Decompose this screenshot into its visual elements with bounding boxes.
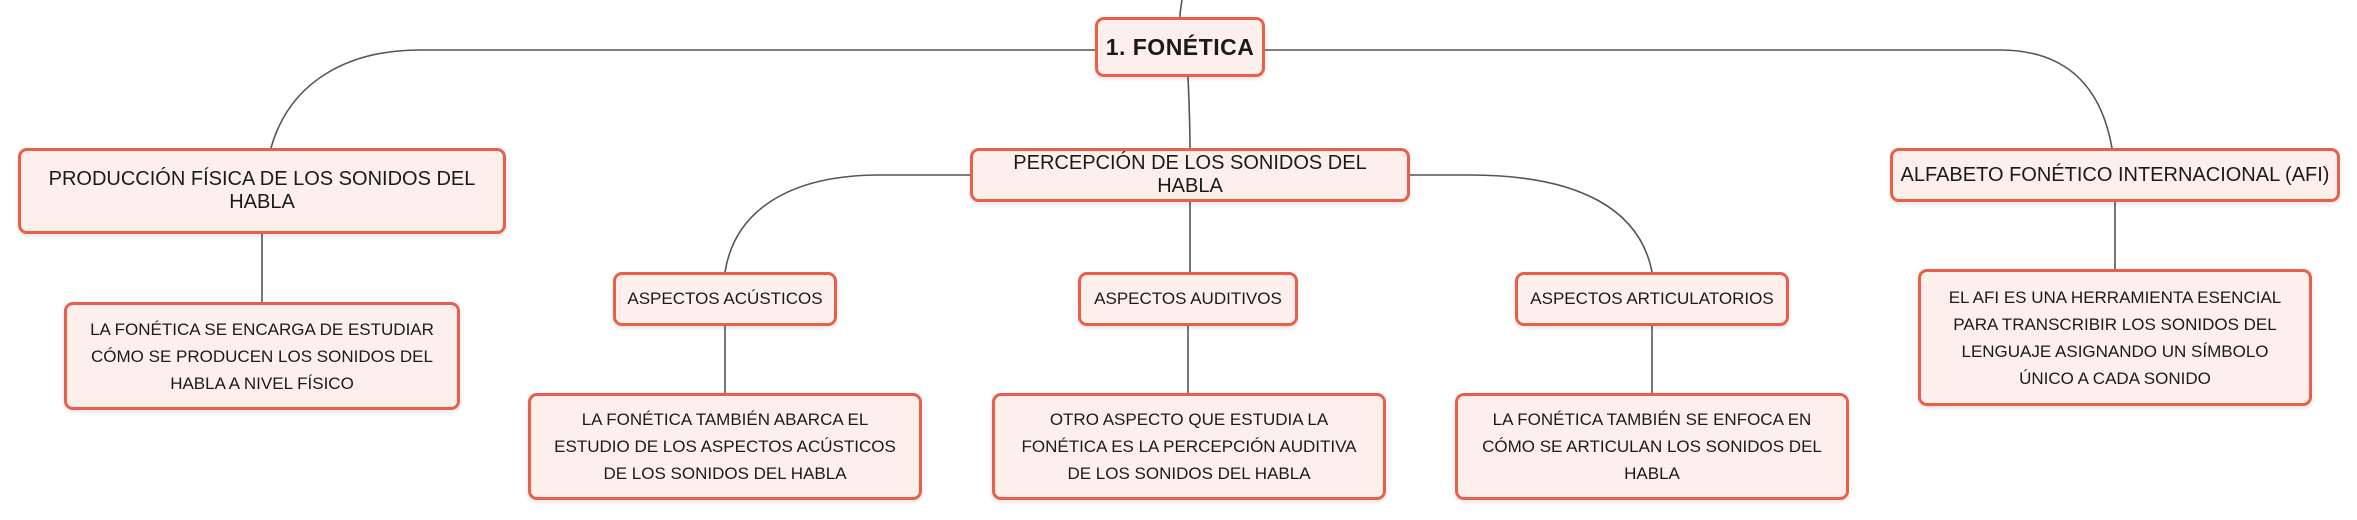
detail-articulatorios[interactable]: LA FONÉTICA TAMBIÉN SE ENFOCA EN CÓMO SE…	[1455, 393, 1849, 500]
detail-auditivos-text: OTRO ASPECTO QUE ESTUDIA LA FONÉTICA ES …	[1021, 410, 1357, 483]
detail-produccion[interactable]: LA FONÉTICA SE ENCARGA DE ESTUDIAR CÓMO …	[64, 302, 460, 410]
detail-alfabeto-text: EL AFI ES UNA HERRAMIENTA ESENCIAL PARA …	[1948, 287, 2282, 388]
connector-percepcion-articulatorios	[1410, 174, 1653, 273]
detail-alfabeto[interactable]: EL AFI ES UNA HERRAMIENTA ESENCIAL PARA …	[1918, 269, 2312, 406]
topic-percepcion[interactable]: PERCEPCIÓN DE LOS SONIDOS DEL HABLA	[970, 148, 1410, 202]
detail-acusticos-text: LA FONÉTICA TAMBIÉN ABARCA EL ESTUDIO DE…	[554, 410, 896, 483]
topic-percepcion-label: PERCEPCIÓN DE LOS SONIDOS DEL HABLA	[1013, 152, 1367, 197]
subtopic-acusticos[interactable]: ASPECTOS ACÚSTICOS	[613, 272, 837, 326]
detail-produccion-text: LA FONÉTICA SE ENCARGA DE ESTUDIAR CÓMO …	[90, 319, 434, 393]
topic-alfabeto-label: ALFABETO FONÉTICO INTERNACIONAL (AFI)	[1900, 163, 2330, 186]
root-topic[interactable]: 1. FONÉTICA	[1095, 17, 1265, 77]
subtopic-auditivos-label: ASPECTOS AUDITIVOS	[1094, 289, 1282, 308]
topic-produccion-label: PRODUCCIÓN FÍSICA DE LOS SONIDOS DEL HAB…	[48, 168, 476, 213]
connector-percepcion-acusticos	[724, 174, 970, 273]
connector-root-produccion	[270, 49, 1095, 149]
detail-articulatorios-text: LA FONÉTICA TAMBIÉN SE ENFOCA EN CÓMO SE…	[1482, 410, 1822, 483]
subtopic-acusticos-label: ASPECTOS ACÚSTICOS	[627, 289, 823, 308]
detail-acusticos[interactable]: LA FONÉTICA TAMBIÉN ABARCA EL ESTUDIO DE…	[528, 393, 922, 500]
subtopic-articulatorios-label: ASPECTOS ARTICULATORIOS	[1530, 289, 1774, 308]
topic-alfabeto[interactable]: ALFABETO FONÉTICO INTERNACIONAL (AFI)	[1890, 148, 2340, 202]
connector-root-alfabeto	[1265, 49, 2113, 149]
connector-parent-root	[1179, 0, 1183, 18]
subtopic-articulatorios[interactable]: ASPECTOS ARTICULATORIOS	[1515, 272, 1789, 326]
subtopic-auditivos[interactable]: ASPECTOS AUDITIVOS	[1078, 272, 1298, 326]
connector-root-percepcion	[1187, 76, 1191, 149]
topic-produccion[interactable]: PRODUCCIÓN FÍSICA DE LOS SONIDOS DEL HAB…	[18, 148, 506, 234]
root-topic-label: 1. FONÉTICA	[1105, 33, 1255, 60]
detail-auditivos[interactable]: OTRO ASPECTO QUE ESTUDIA LA FONÉTICA ES …	[992, 393, 1386, 500]
